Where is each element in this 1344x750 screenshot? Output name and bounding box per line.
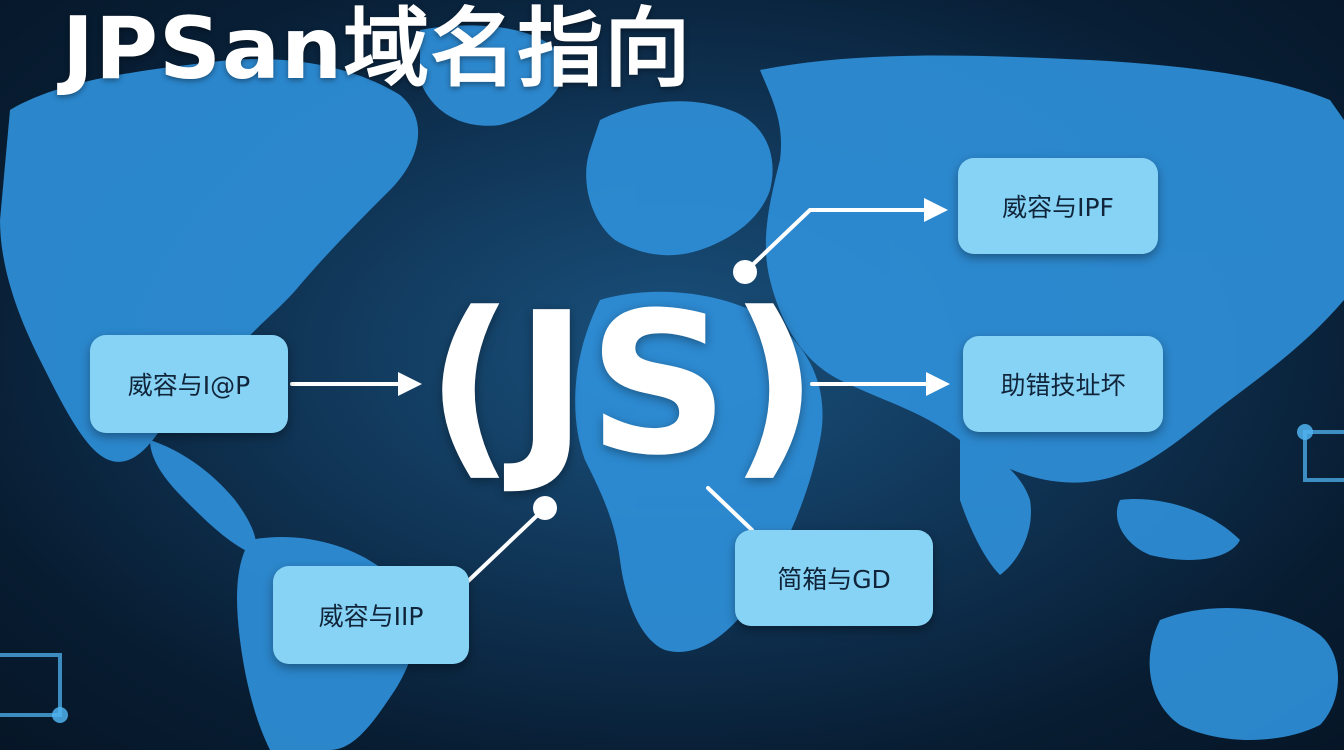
continent-greenland <box>420 25 564 126</box>
js-logo: (JS) <box>425 271 819 499</box>
node-left: 威容与I@P <box>90 335 288 433</box>
node-bottom-left: 威容与IIP <box>273 566 469 664</box>
node-top-right: 威容与IPF <box>958 158 1158 254</box>
node-bottom-middle: 简箱与GD <box>735 530 933 626</box>
continent-southeast-asia <box>1116 499 1240 560</box>
connector-dot-icon <box>733 260 757 284</box>
connector-top-right <box>743 208 930 274</box>
circuit-node-right <box>1297 424 1313 440</box>
continent-japan <box>1264 260 1292 338</box>
connector-bottom-left <box>463 506 547 586</box>
arrow-right-icon <box>926 372 950 396</box>
continent-india <box>960 440 1031 575</box>
connector-bottom-middle <box>706 486 754 532</box>
continent-australia <box>1149 608 1338 740</box>
continent-asia <box>760 55 1344 483</box>
page-title: JPSan域名指向 <box>62 0 692 99</box>
continent-central-america <box>150 440 257 555</box>
arrow-right-icon <box>924 198 948 222</box>
circuit-node-left <box>52 707 68 723</box>
connector-dot-icon <box>533 496 557 520</box>
circuit-trace-left <box>0 653 62 717</box>
circuit-trace-right <box>1303 430 1344 482</box>
continent-europe <box>586 101 773 256</box>
node-middle-right: 助错技址坏 <box>963 336 1163 432</box>
arrow-right-icon <box>398 372 422 396</box>
